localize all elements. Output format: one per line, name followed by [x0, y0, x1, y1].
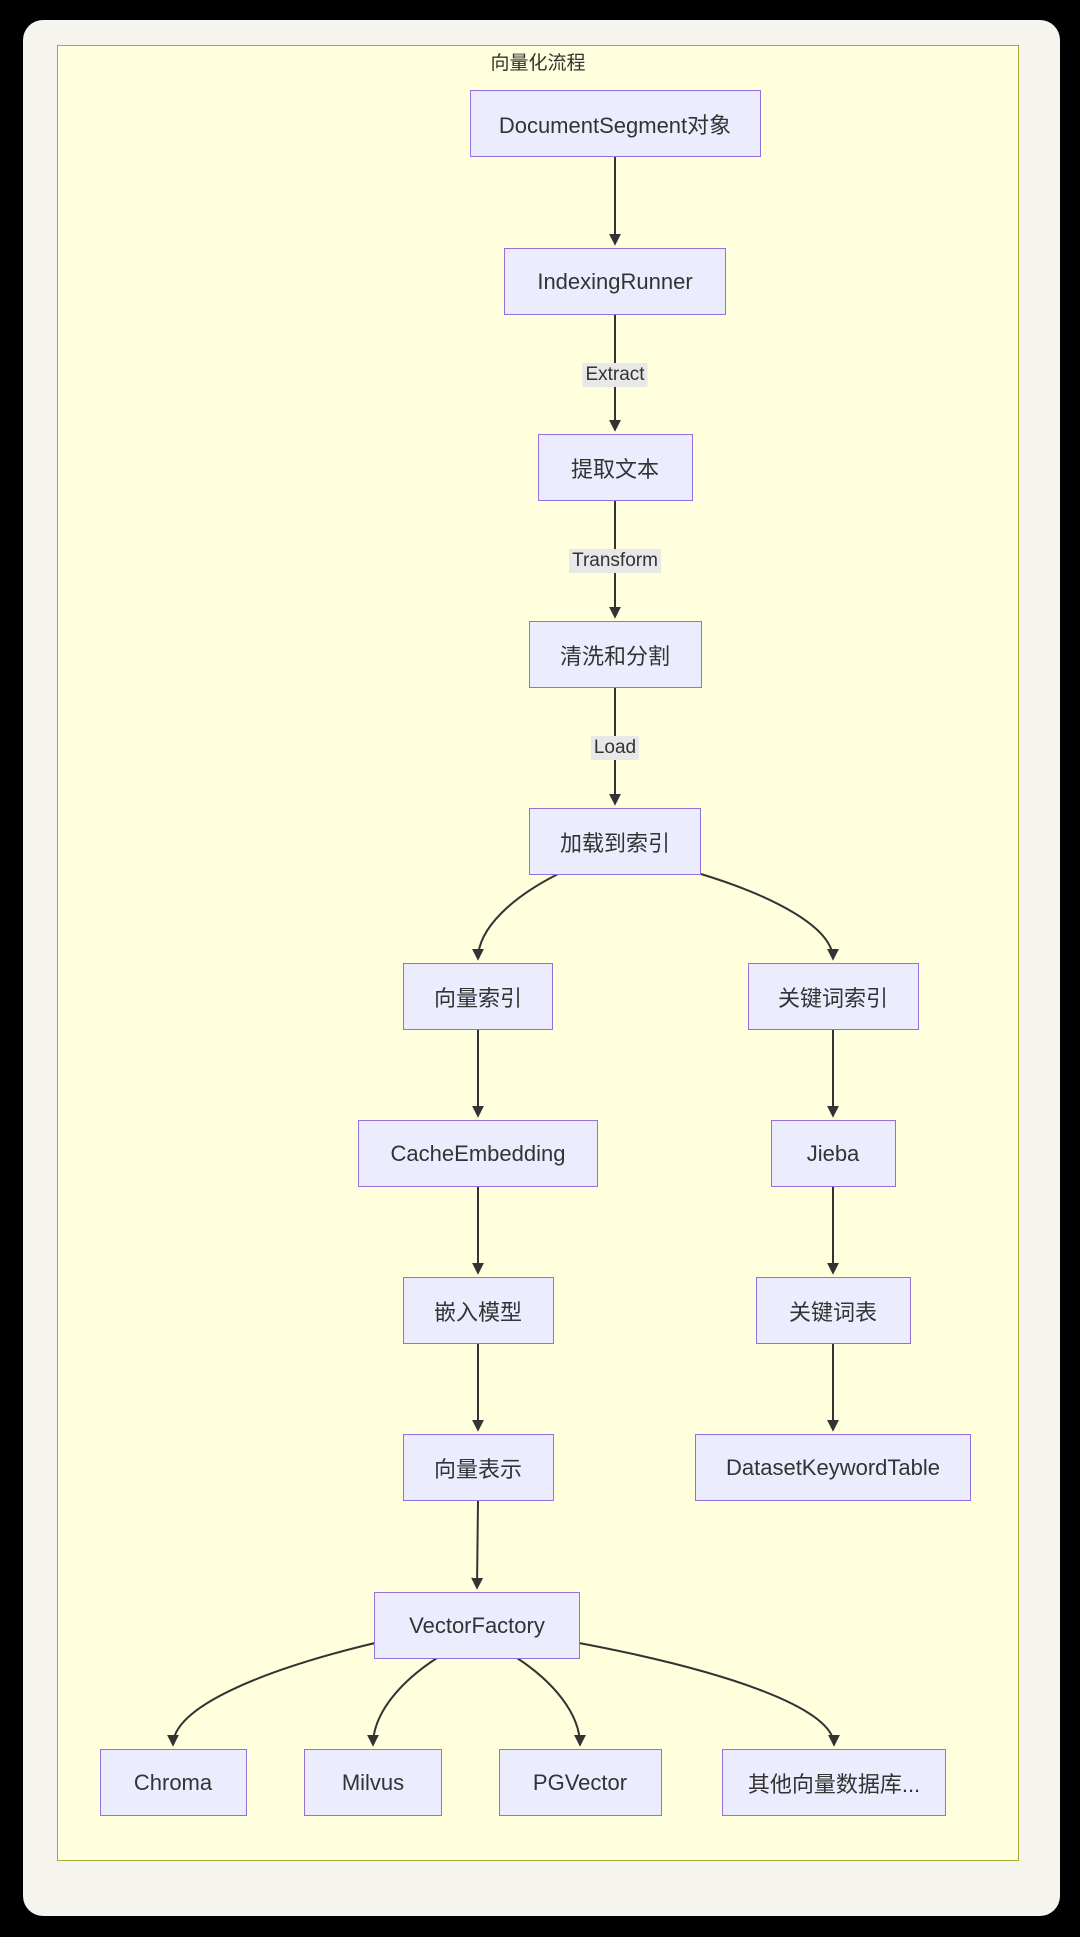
edge-label-extract: Extract: [582, 362, 648, 387]
node-clean-split: 清洗和分割: [528, 621, 702, 688]
node-dataset-keyword-table: DatasetKeywordTable: [695, 1434, 971, 1501]
cluster-title: 向量化流程: [490, 53, 586, 74]
node-vector-index: 向量索引: [403, 963, 553, 1030]
node-indexing-runner: IndexingRunner: [504, 248, 726, 315]
node-keyword-table: 关键词表: [755, 1277, 911, 1344]
node-load-index: 加载到索引: [529, 808, 701, 875]
node-keyword-index: 关键词索引: [747, 963, 919, 1030]
node-jieba: Jieba: [770, 1120, 896, 1187]
node-milvus: Milvus: [304, 1749, 442, 1816]
node-chroma: Chroma: [99, 1749, 247, 1816]
edge-label-load: Load: [590, 736, 640, 760]
node-vector-factory: VectorFactory: [374, 1592, 580, 1659]
node-extract-text: 提取文本: [537, 434, 693, 501]
node-pgvector: PGVector: [498, 1749, 662, 1816]
edge-label-transform: Transform: [569, 549, 661, 573]
node-cache-embedding: CacheEmbedding: [358, 1120, 598, 1187]
node-embedding-model: 嵌入模型: [402, 1277, 554, 1344]
node-vector-repr: 向量表示: [402, 1434, 554, 1501]
node-other-vdb: 其他向量数据库...: [722, 1749, 946, 1816]
node-doc-segment: DocumentSegment对象: [469, 90, 761, 157]
